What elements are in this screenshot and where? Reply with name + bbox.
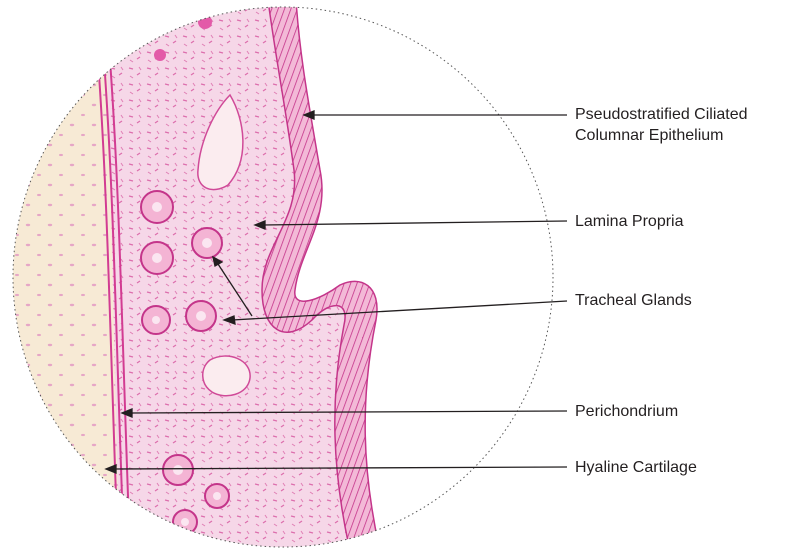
blood-vessel bbox=[203, 356, 250, 396]
label-epithelium-line2: Columnar Epithelium bbox=[575, 127, 724, 144]
label-group: Pseudostratified Ciliated Columnar Epith… bbox=[575, 106, 748, 476]
label-epithelium-line1: Pseudostratified Ciliated bbox=[575, 106, 748, 123]
label-tracheal-glands: Tracheal Glands bbox=[575, 292, 692, 309]
label-hyaline-cartilage: Hyaline Cartilage bbox=[575, 459, 697, 476]
label-perichondrium: Perichondrium bbox=[575, 403, 678, 420]
label-lamina-propria: Lamina Propria bbox=[575, 213, 684, 230]
